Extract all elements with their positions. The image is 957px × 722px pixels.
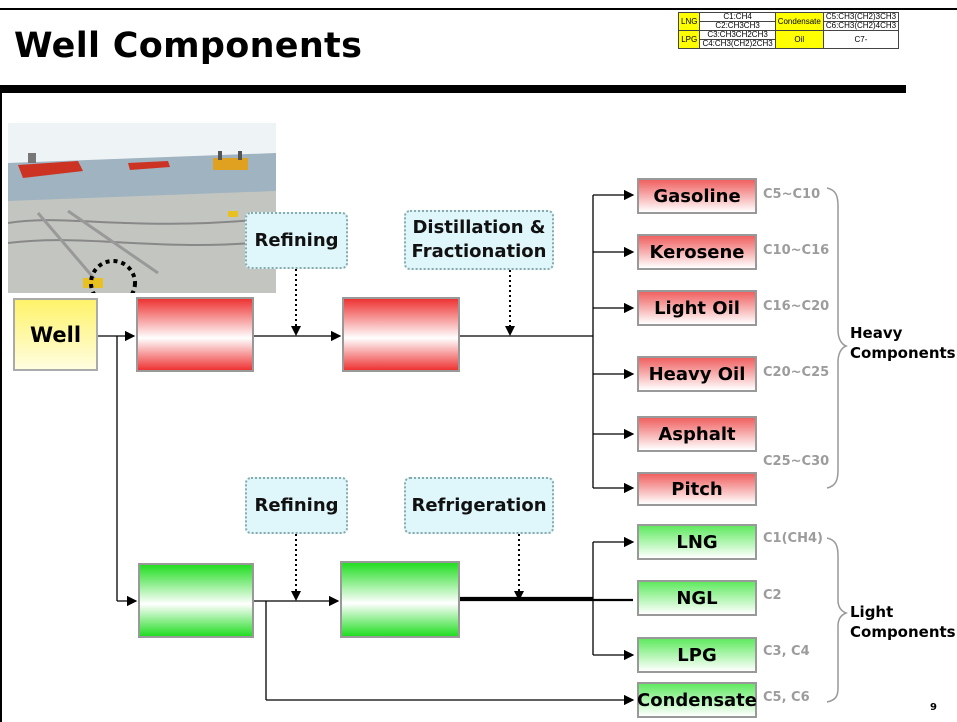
light-components-label: Light Components bbox=[850, 602, 956, 642]
carbon-range-light-oil: C16~C20 bbox=[763, 299, 830, 314]
title-divider bbox=[0, 85, 906, 93]
oil-distillation-process-block bbox=[342, 297, 460, 372]
upper-refining-label: Refining bbox=[245, 212, 348, 269]
hydrocarbon-legend-table: LNG C1:CH4 Condensate C5:CH3(CH2)3CH3 C2… bbox=[677, 12, 900, 49]
lower-refining-label: Refining bbox=[245, 477, 348, 534]
gas-refining-process-block bbox=[138, 563, 254, 638]
page-number: 9 bbox=[930, 702, 937, 713]
product-lpg: LPG bbox=[637, 637, 757, 673]
carbon-range-heavy-oil: C20~C25 bbox=[763, 365, 830, 380]
legend-label-lpg: LPG bbox=[677, 30, 701, 49]
carbon-range-ngl: C2 bbox=[763, 588, 782, 603]
legend-formula: C7- bbox=[822, 30, 900, 49]
carbon-range-lpg: C3, C4 bbox=[763, 644, 810, 659]
product-asphalt: Asphalt bbox=[637, 416, 757, 452]
product-ngl: NGL bbox=[637, 580, 757, 616]
legend-formula: C4:CH3(CH2)2CH3 bbox=[699, 39, 776, 49]
product-lng: LNG bbox=[637, 524, 757, 560]
light-group-line1: Light bbox=[850, 603, 894, 621]
carbon-range-condensate: C5, C6 bbox=[763, 690, 810, 705]
carbon-range-lng: C1(CH4) bbox=[763, 531, 823, 546]
product-light-oil: Light Oil bbox=[637, 290, 757, 326]
heavy-group-line2: Components bbox=[850, 344, 956, 362]
offshore-scene-drawing bbox=[8, 123, 276, 293]
product-condensate: Condensate bbox=[637, 682, 757, 718]
product-heavy-oil: Heavy Oil bbox=[637, 356, 757, 392]
heavy-components-label: Heavy Components bbox=[850, 323, 956, 363]
carbon-range-pitch: C25~C30 bbox=[763, 454, 830, 469]
carbon-range-kerosene: C10~C16 bbox=[763, 243, 830, 258]
legend-label-oil: Oil bbox=[774, 30, 824, 49]
light-group-line2: Components bbox=[850, 623, 956, 641]
distillation-fractionation-label: Distillation & Fractionation bbox=[404, 210, 554, 270]
offshore-field-illustration bbox=[8, 123, 276, 293]
carbon-range-gasoline: C5~C10 bbox=[763, 187, 821, 202]
page-title: Well Components bbox=[14, 26, 363, 66]
left-border bbox=[0, 93, 2, 722]
gas-refrigeration-process-block bbox=[340, 561, 460, 638]
oil-refining-process-block bbox=[136, 297, 254, 372]
product-kerosene: Kerosene bbox=[637, 234, 757, 270]
well-box: Well bbox=[13, 298, 98, 371]
product-pitch: Pitch bbox=[637, 472, 757, 506]
top-border bbox=[0, 8, 957, 10]
heavy-group-line1: Heavy bbox=[850, 324, 903, 342]
product-gasoline: Gasoline bbox=[637, 178, 757, 214]
refrigeration-label: Refrigeration bbox=[404, 477, 554, 534]
legend-label-lng: LNG bbox=[677, 12, 701, 31]
